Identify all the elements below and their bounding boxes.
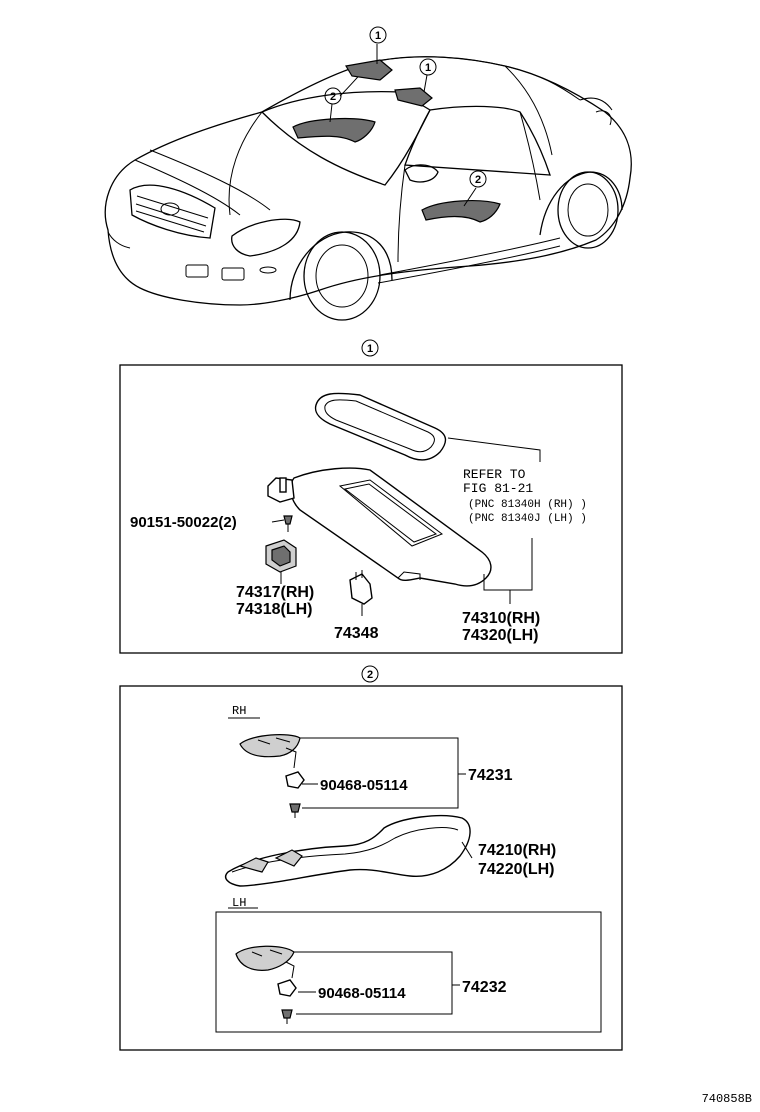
label-visor-lh: 74320(LH)	[462, 627, 538, 644]
svg-text:1: 1	[425, 62, 431, 74]
label-holder-rh: 74317(RH)	[236, 584, 314, 601]
grip-bolt-rh	[285, 771, 305, 818]
refer-text-3: (PNC 81340H (RH) )	[468, 499, 587, 511]
svg-text:2: 2	[475, 174, 481, 186]
label-lh: LH	[232, 896, 246, 910]
svg-text:1: 1	[367, 343, 373, 355]
label-cover-lh: 74232	[462, 979, 507, 996]
refer-text-2: FIG 81-21	[463, 481, 533, 496]
refer-text-4: (PNC 81340J (LH) )	[468, 513, 587, 525]
section-1-labels: REFER TO FIG 81-21 (PNC 81340H (RH) ) (P…	[130, 467, 587, 644]
car-callout-1a: 1	[369, 26, 387, 44]
section-2-callout: 2	[361, 665, 379, 683]
label-clip: 74348	[334, 625, 379, 642]
sun-visor	[289, 467, 492, 587]
refer-leader	[447, 437, 541, 462]
section-1-frame	[119, 364, 623, 654]
refer-text-1: REFER TO	[463, 467, 526, 482]
label-rh: RH	[232, 704, 246, 718]
svg-text:2: 2	[330, 91, 336, 103]
visor-screw	[283, 515, 293, 532]
visor-leader	[483, 538, 533, 591]
visor-holder	[265, 539, 297, 584]
label-cover-rh: 74231	[468, 767, 513, 784]
section-2-frame	[119, 685, 623, 1051]
label-bolt-lh: 90468-05114	[318, 985, 406, 1002]
car-callout-2b: 2	[469, 170, 487, 188]
svg-text:1: 1	[375, 30, 381, 42]
grip-bolt-lh	[277, 979, 297, 1024]
lh-subframe	[215, 911, 602, 1033]
car-callout-1b: 1	[419, 58, 437, 76]
lh-group: LH 90468-05114 74232	[215, 896, 602, 1033]
label-holder-lh: 74318(LH)	[236, 601, 312, 618]
label-bolt-rh: 90468-05114	[320, 777, 408, 794]
figure-code: 740858B	[702, 1092, 752, 1106]
label-screw: 90151-50022(2)	[130, 514, 237, 531]
rh-group: RH 90468-05114 74231	[228, 704, 513, 818]
visor-hinge	[267, 477, 295, 503]
grip-cover-lh	[235, 945, 295, 979]
label-grip-rh: 74210(RH)	[478, 842, 556, 859]
car-illustration	[104, 44, 632, 321]
vanity-mirror-pad	[314, 392, 447, 461]
car-callout-2a: 2	[324, 87, 342, 105]
grip-cover-rh	[239, 734, 301, 769]
assist-grip	[224, 814, 473, 887]
label-grip-lh: 74220(LH)	[478, 861, 554, 878]
section-1-callout: 1	[361, 339, 379, 357]
label-visor-rh: 74310(RH)	[462, 610, 540, 627]
svg-text:2: 2	[367, 669, 373, 681]
visor-clip	[349, 570, 373, 616]
